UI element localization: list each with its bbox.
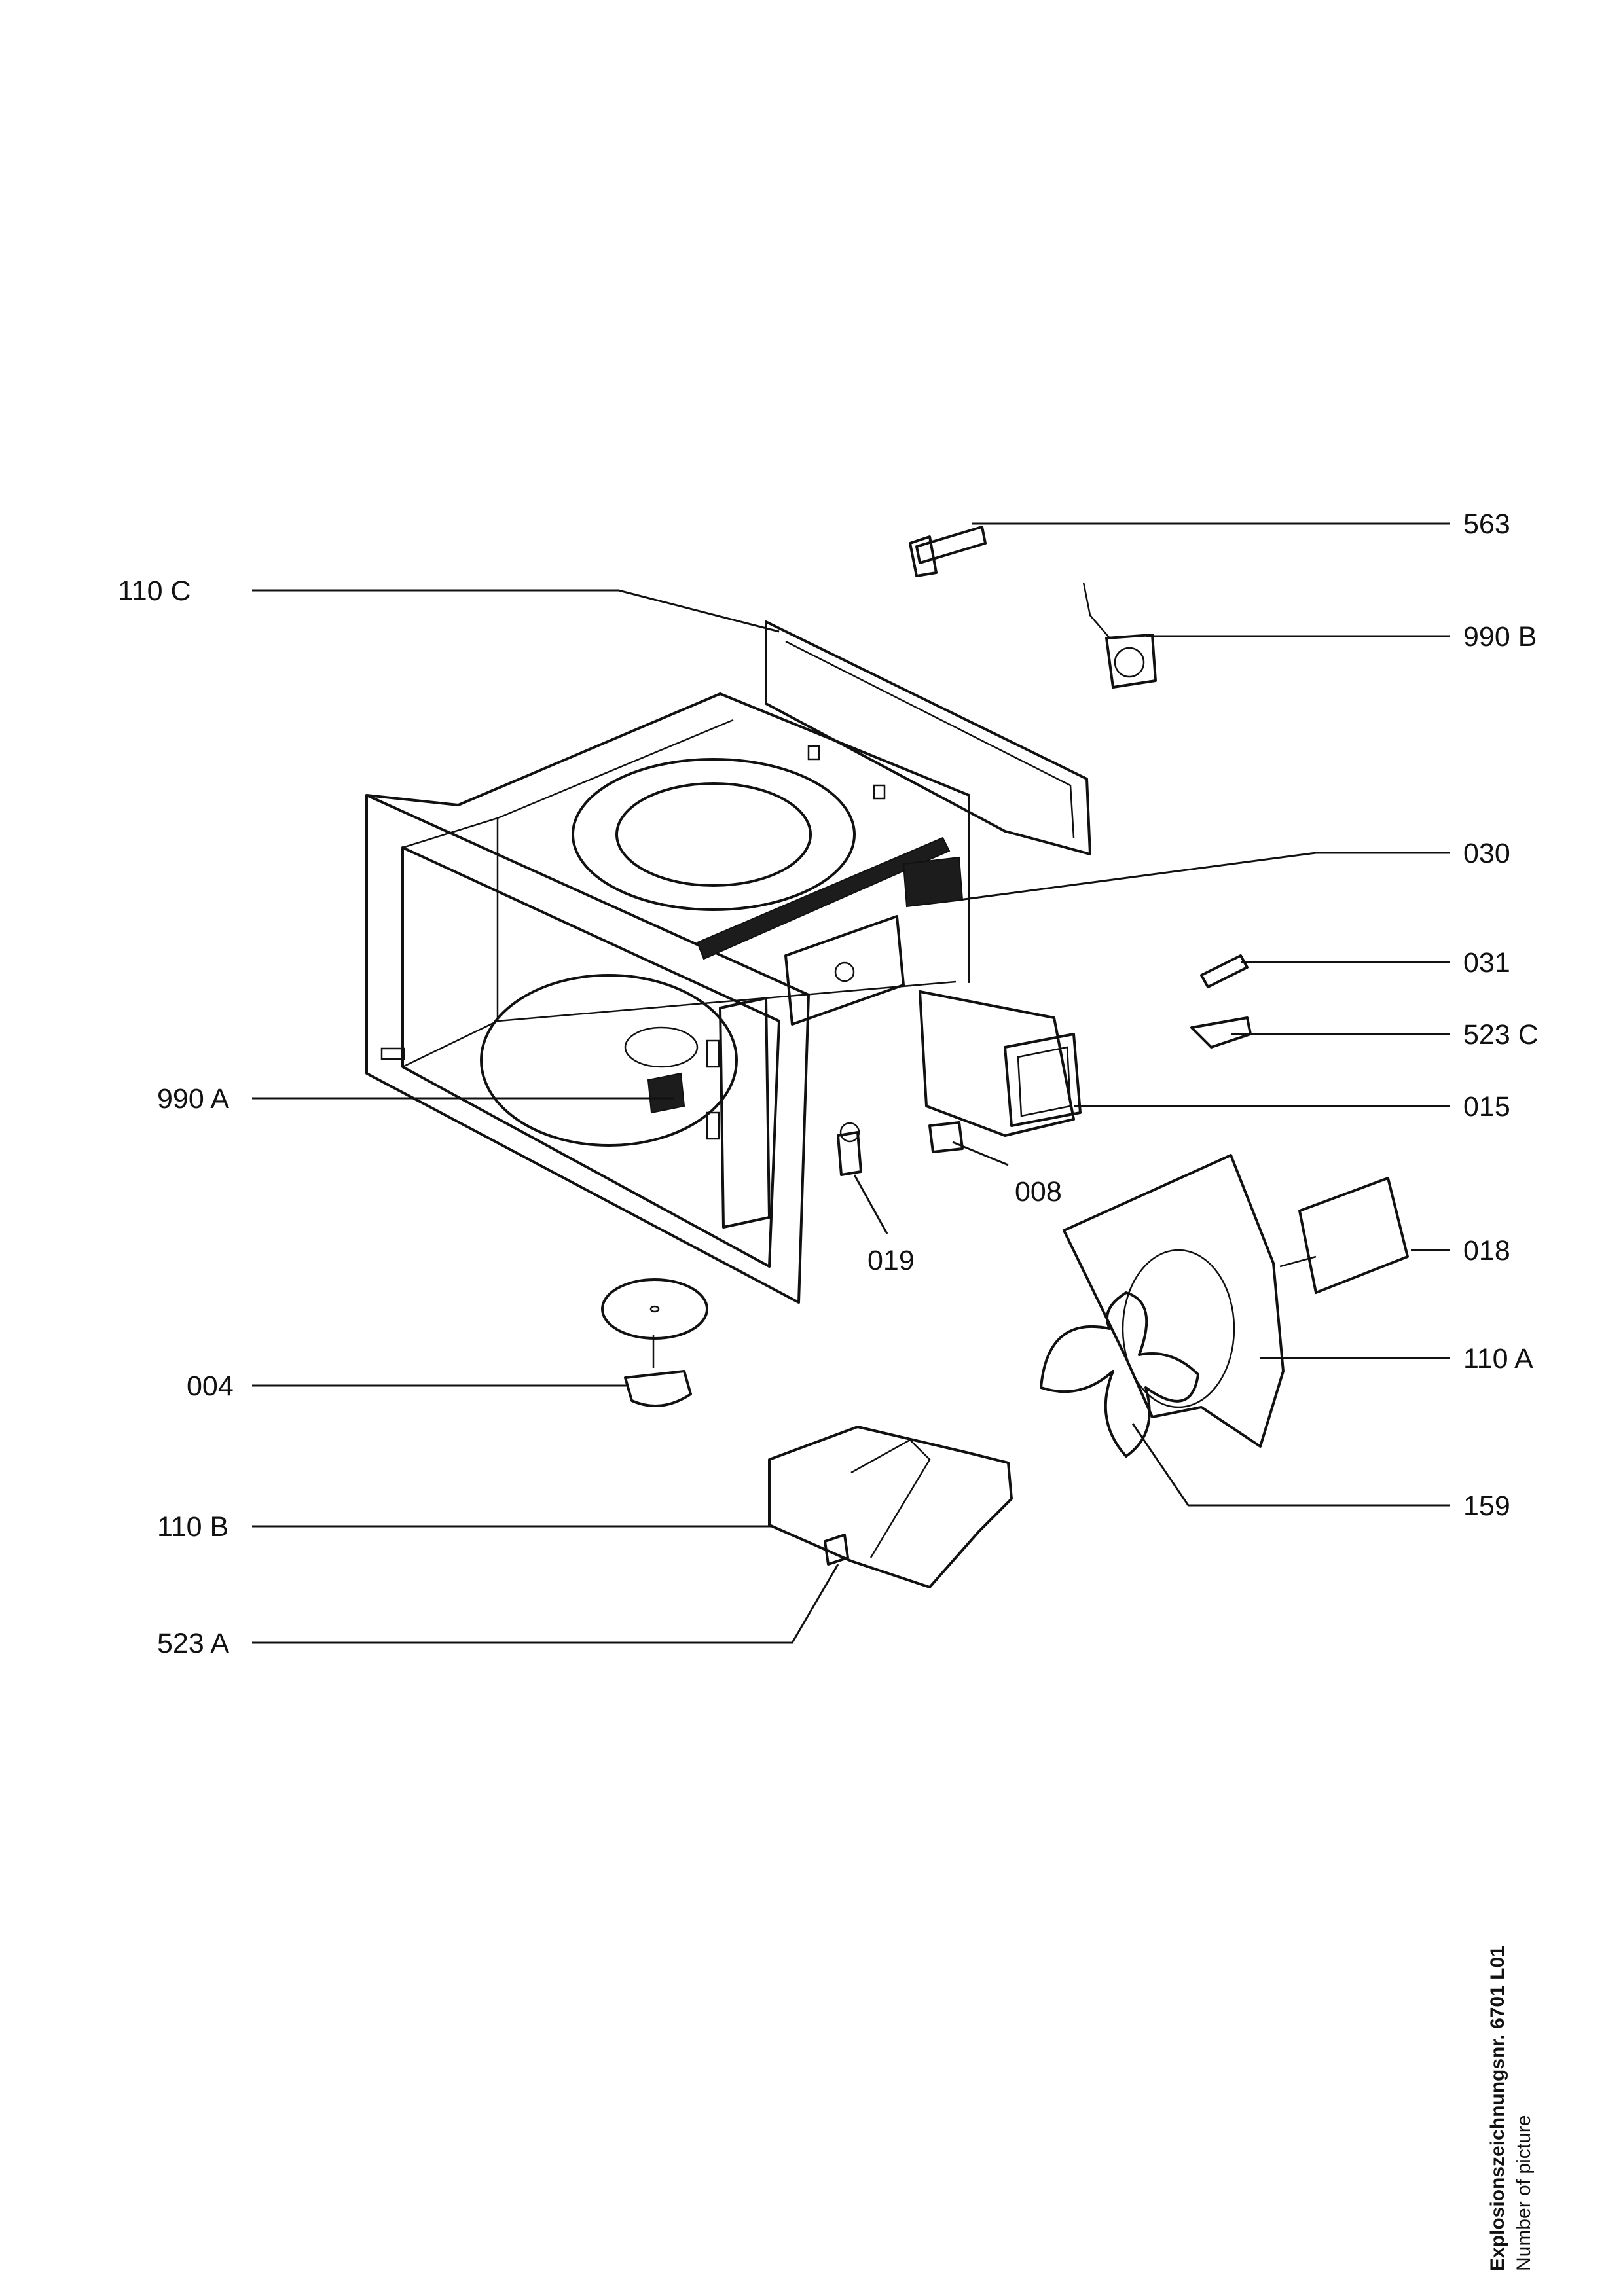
- label-523c: 523 C: [1463, 1019, 1539, 1050]
- mains-plug-990b: [1082, 582, 1157, 689]
- leader-lines: [252, 522, 1450, 1644]
- label-990b: 990 B: [1463, 621, 1537, 653]
- label-110a: 110 A: [1463, 1343, 1533, 1374]
- lamp-019: [837, 1122, 862, 1176]
- fuse-031: [1200, 954, 1249, 988]
- leader-523a: [252, 1564, 839, 1644]
- part-labels: 563 110 C 990 B 030 031 523 C 990 A 015 …: [118, 509, 1539, 1659]
- leader-159: [1131, 1423, 1450, 1507]
- label-019: 019: [867, 1245, 915, 1276]
- label-004: 004: [187, 1371, 234, 1402]
- label-110c: 110 C: [118, 575, 191, 607]
- capacitor-030: [902, 856, 964, 908]
- caption-title: Explosionszeichnungsnr. 6701 L01: [1487, 1946, 1508, 2271]
- leader-110c: [252, 589, 780, 633]
- label-523a: 523 A: [157, 1628, 229, 1659]
- label-018: 018: [1463, 1235, 1510, 1266]
- turntable-004: [601, 1278, 708, 1407]
- label-031: 031: [1463, 947, 1510, 978]
- oven-cavity: [365, 692, 970, 1304]
- top-panel: [765, 620, 1091, 855]
- label-015: 015: [1463, 1091, 1510, 1122]
- leader-008: [952, 1141, 1009, 1166]
- label-030: 030: [1463, 838, 1510, 869]
- switch-008: [928, 1121, 964, 1153]
- cord-holder-563: [909, 526, 987, 577]
- transformer-015: [919, 990, 1082, 1137]
- label-990a: 990 A: [157, 1083, 229, 1115]
- bottom-housing-110b: [768, 1426, 1013, 1588]
- switch-block-018: [1279, 1177, 1409, 1294]
- fan-housing-110a: [1063, 1154, 1285, 1448]
- leader-030: [958, 852, 1450, 901]
- label-008: 008: [1015, 1176, 1062, 1208]
- fan-blade-159: [1040, 1291, 1199, 1458]
- label-159: 159: [1463, 1490, 1510, 1522]
- leader-019: [853, 1174, 888, 1234]
- clip-523c: [1190, 1016, 1252, 1049]
- label-563: 563: [1463, 509, 1510, 540]
- caption-subtitle: Number of picture: [1513, 2115, 1535, 2271]
- label-110b: 110 B: [157, 1511, 228, 1543]
- drawing-caption: Explosionszeichnungsnr. 6701 L01 Number …: [1485, 1878, 1544, 2271]
